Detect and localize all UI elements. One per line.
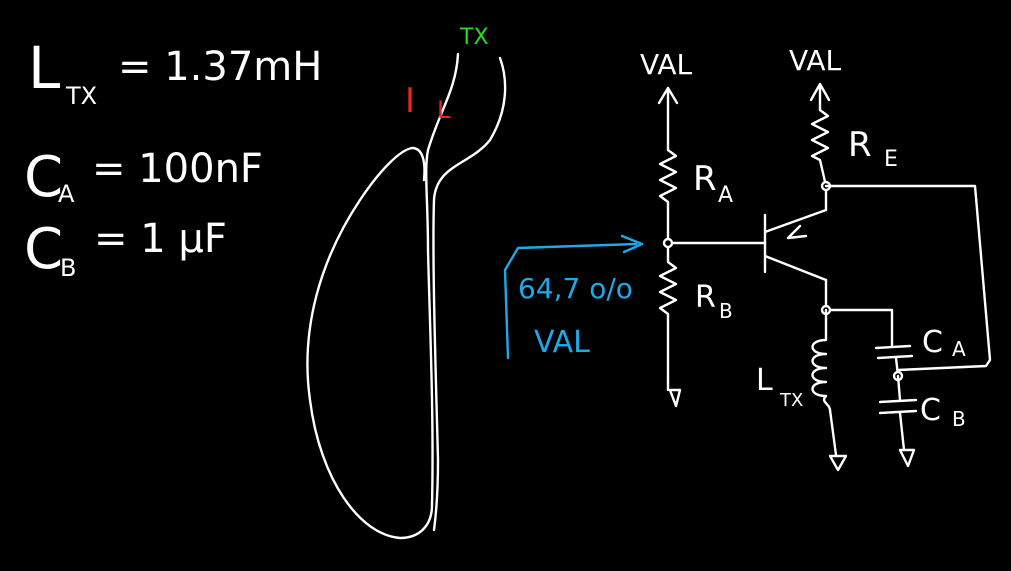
current-subscript: L [437,96,451,124]
inductor-ltx [811,308,838,457]
bias-annotation: 64,7 o/o VAL [503,234,644,360]
ca-circuit-subscript: A [952,337,966,361]
equation-cb: C B = 1 µF [24,216,227,282]
equation-ca: C A = 100nF [24,145,263,210]
ca-circuit-symbol: C [922,325,943,360]
bias-arrow [503,234,644,360]
ground-left [666,378,682,408]
cb-symbol: C [24,217,63,282]
tx-label: TX [459,25,489,50]
rb-symbol: R [695,280,716,315]
ltx-circuit-symbol: L [756,363,773,398]
ra-subscript: A [718,183,733,208]
ground-right [898,448,916,468]
ltx-circuit-subscript: TX [779,390,803,411]
bias-note-value: 64,7 o/o [518,272,633,305]
cb-circuit-subscript: B [952,407,966,431]
cb-subscript: B [60,254,76,282]
ltx-subscript: TX [65,82,97,110]
cb-value: = 1 µF [94,216,227,262]
supply-right-arrow [809,82,831,112]
capacitor-cb [878,398,918,452]
equation-ltx: L TX = 1.37mH [28,34,322,110]
supply-left-arrow [657,86,679,152]
rb-subscript: B [719,299,733,323]
ca-symbol: C [24,145,63,210]
re-symbol: R [848,125,872,165]
supply-right-label: VAL [789,44,842,77]
re-subscript: E [884,147,898,172]
pnp-transistor [763,208,828,282]
ca-value: = 100nF [92,146,263,192]
ltx-value: = 1.37mH [118,44,322,90]
resistor-re [810,108,830,212]
cb-circuit-symbol: C [920,393,941,428]
coil-loop: TX I L [306,25,507,540]
current-label: I [405,81,415,121]
ra-symbol: R [693,159,717,199]
bias-note-ref: VAL [534,325,590,360]
capacitor-ca [874,344,914,378]
resistor-rb [658,241,678,382]
base-node [662,237,674,249]
ground-middle [828,454,848,472]
supply-left-label: VAL [640,48,693,81]
ltx-symbol: L [28,34,60,102]
ca-subscript: A [58,180,75,208]
resistor-ra [658,148,678,245]
circuit-schematic: VAL R A R B VAL R E L TX C [640,44,992,472]
